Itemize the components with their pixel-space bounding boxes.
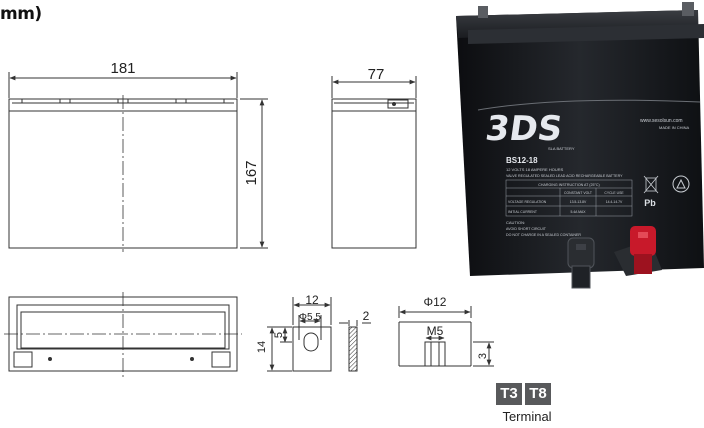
brand-logo: 3DS bbox=[483, 109, 565, 149]
tab-thickness-label: 2 bbox=[363, 309, 370, 323]
bin-icon bbox=[643, 175, 659, 194]
side-case bbox=[331, 110, 417, 249]
top-view bbox=[4, 292, 242, 380]
hole-offset-label: 5 bbox=[273, 332, 285, 338]
battery-photo: 3DS SLA BATTERY www.sesolsun.com MADE IN… bbox=[456, 2, 704, 289]
terminal-caption: Terminal bbox=[502, 409, 552, 424]
terminal-tab bbox=[292, 326, 332, 372]
round-terminal-detail bbox=[398, 306, 494, 367]
caution-line-1: CAUTION: bbox=[506, 220, 525, 225]
terminal-diameter-label: Φ12 bbox=[424, 295, 447, 309]
length-label: 181 bbox=[110, 60, 135, 77]
terminal-tab-detail bbox=[267, 297, 371, 372]
tab-height-label: 14 bbox=[256, 341, 268, 353]
terminal-type-badges: T3 T8 bbox=[496, 383, 551, 405]
top-terminal-left bbox=[13, 351, 33, 368]
top-terminal-right bbox=[211, 351, 231, 368]
thread-stud bbox=[424, 341, 446, 367]
front-view bbox=[8, 72, 268, 252]
table-row2-label: INITIAL CURRENT bbox=[508, 210, 537, 214]
pb-mark: Pb bbox=[644, 198, 656, 208]
table-row1-label: VOLTAGE REGULATION bbox=[508, 200, 547, 204]
table-head-2: CYCLE USE bbox=[604, 191, 624, 195]
thread-height-label: 3 bbox=[477, 353, 489, 359]
height-label: 167 bbox=[243, 160, 260, 185]
table-head-1: CONSTANT VOLT bbox=[564, 191, 592, 195]
unit-heading: mm) bbox=[0, 4, 42, 24]
width-label: 77 bbox=[368, 66, 385, 83]
spec-line-2: VALVE REGULATED SEALED LEAD ACID RECHARG… bbox=[506, 174, 623, 178]
red-terminal-cap bbox=[630, 226, 656, 274]
front-case bbox=[8, 110, 238, 249]
brand-subtitle: SLA BATTERY bbox=[548, 146, 575, 151]
charging-table bbox=[505, 179, 633, 217]
table-row1-val2: 14.4-14.7V bbox=[606, 200, 623, 204]
made-in-text: MADE IN CHINA bbox=[659, 125, 690, 130]
terminal-badge-t8: T8 bbox=[525, 383, 551, 405]
caution-line-3: DO NOT CHARGE IN A SEALED CONTAINER bbox=[506, 233, 581, 237]
hole-diameter-label: Φ5.5 bbox=[299, 312, 321, 323]
spec-line-1: 12 VOLTS 18 AMPERE HOURS bbox=[506, 167, 564, 172]
table-row1-val1: 13.5-13.8V bbox=[570, 200, 587, 204]
recycle-icon bbox=[672, 175, 690, 193]
model-text: BS12-18 bbox=[506, 156, 538, 165]
thread-label: M5 bbox=[427, 324, 444, 338]
side-view bbox=[331, 76, 417, 249]
terminal-badge-t3: T3 bbox=[496, 383, 522, 405]
website-text: www.sesolsun.com bbox=[640, 118, 683, 124]
caution-line-2: AVOID SHORT CIRCUIT bbox=[506, 227, 547, 231]
black-terminal-cap bbox=[567, 237, 595, 289]
side-lid bbox=[331, 98, 417, 112]
table-title: CHARGING INSTRUCTION AT (25°C) bbox=[538, 183, 599, 187]
table-row2-val1: 5.4A MAX bbox=[570, 210, 586, 214]
tab-width-label: 12 bbox=[305, 293, 319, 307]
tab-thickness-section bbox=[348, 326, 358, 372]
